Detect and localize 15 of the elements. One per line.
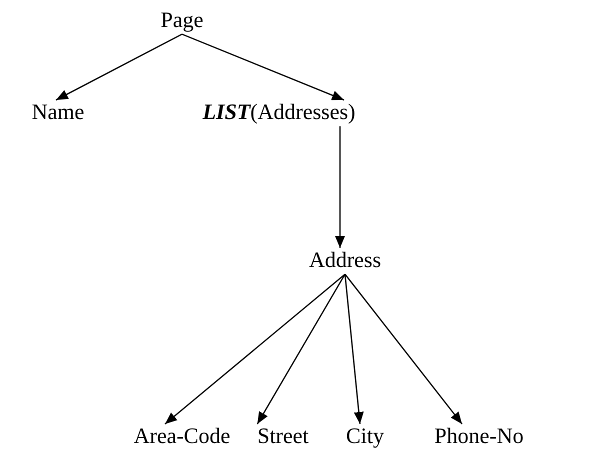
node-label: Area-Code (134, 424, 230, 448)
node-label: Name (32, 100, 84, 124)
arrow (56, 34, 182, 101)
arrow (182, 34, 344, 101)
node-label: Page (160, 8, 204, 32)
node-label: Address (308, 248, 382, 272)
arrow (335, 126, 345, 248)
node-label: Street (257, 424, 309, 448)
arrow (344, 274, 463, 424)
arrow (256, 274, 346, 424)
arrow (344, 274, 364, 424)
arrow (164, 274, 346, 424)
node-label: LIST(Addresses) (202, 100, 356, 124)
node-label: Phone-No (434, 424, 524, 448)
node-label: City (346, 424, 384, 448)
